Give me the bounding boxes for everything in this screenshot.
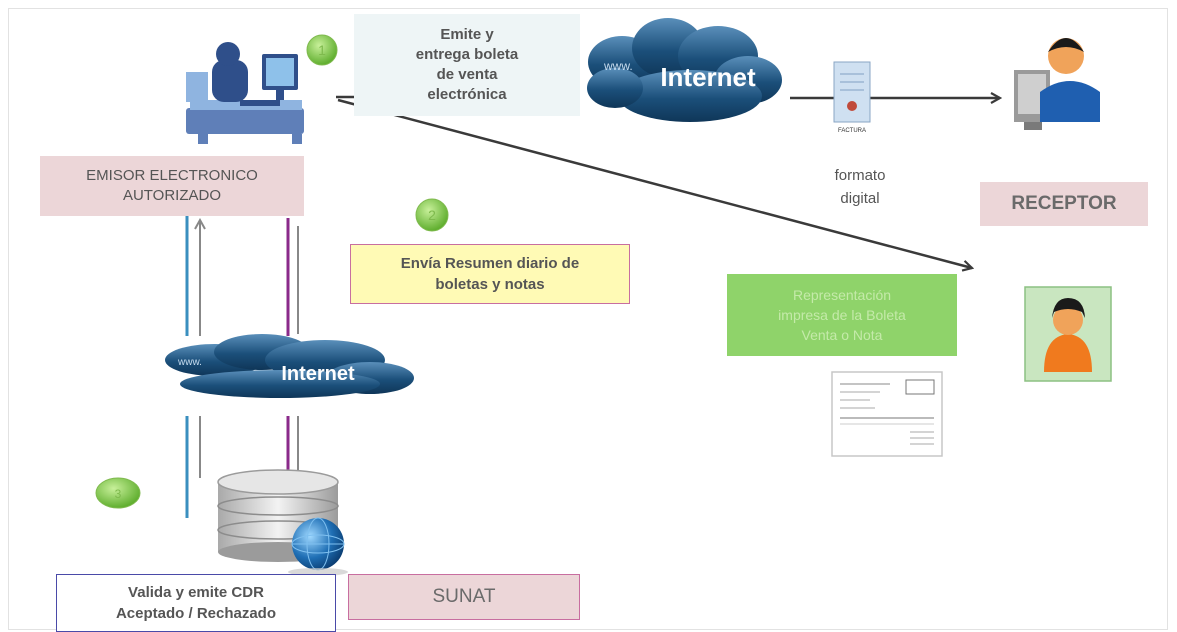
receptor-label: RECEPTOR: [1011, 193, 1117, 214]
printed-receipt-icon: [831, 371, 943, 457]
factura-document-icon: FACTURA: [833, 61, 871, 134]
svg-text:Internet: Internet: [281, 363, 355, 385]
emite-entrega-box: Emite y entrega boleta de venta electrón…: [354, 14, 580, 116]
sunat-box: SUNAT: [348, 574, 580, 620]
arrow-emisor-to-representacion: [337, 98, 972, 268]
receptor-computer-icon: [1014, 38, 1100, 130]
svg-text:FACTURA: FACTURA: [838, 128, 866, 134]
representacion-label: Representación impresa de la Boleta Vent…: [778, 287, 906, 343]
step-badge-3: 3: [95, 477, 141, 509]
resumen-label: Envía Resumen diario de boletas y notas: [400, 255, 580, 293]
emisor-computer-icon: [186, 42, 304, 144]
formato-digital-label: formato digital: [834, 167, 886, 207]
svg-text:www.: www.: [177, 357, 202, 368]
step-badge-1: 1: [306, 34, 338, 66]
receptor-box: RECEPTOR: [980, 182, 1148, 226]
emite-entrega-label: Emite y entrega boleta de venta electrón…: [415, 26, 519, 103]
step-badge-2: 2: [415, 198, 449, 232]
svg-text:1: 1: [318, 42, 326, 58]
receptor-person-icon: [1024, 286, 1112, 382]
sunat-label: SUNAT: [432, 586, 496, 607]
resumen-box: Envía Resumen diario de boletas y notas: [350, 244, 630, 304]
valida-cdr-box: Valida y emite CDR Aceptado / Rechazado: [56, 574, 336, 632]
svg-text:2: 2: [428, 207, 436, 223]
svg-text:Internet: Internet: [660, 62, 756, 92]
valida-cdr-label: Valida y emite CDR Aceptado / Rechazado: [115, 584, 277, 622]
emisor-box: EMISOR ELECTRONICO AUTORIZADO: [40, 156, 304, 216]
diagram-frame: [8, 8, 1168, 630]
internet-cloud-middle: www. Internet: [165, 334, 414, 398]
internet-cloud-top: www. Internet: [587, 18, 782, 122]
representacion-box: Representación impresa de la Boleta Vent…: [727, 274, 957, 356]
emisor-label: EMISOR ELECTRONICO AUTORIZADO: [86, 167, 258, 204]
svg-text:www.: www.: [603, 59, 633, 73]
svg-text:3: 3: [115, 487, 122, 501]
